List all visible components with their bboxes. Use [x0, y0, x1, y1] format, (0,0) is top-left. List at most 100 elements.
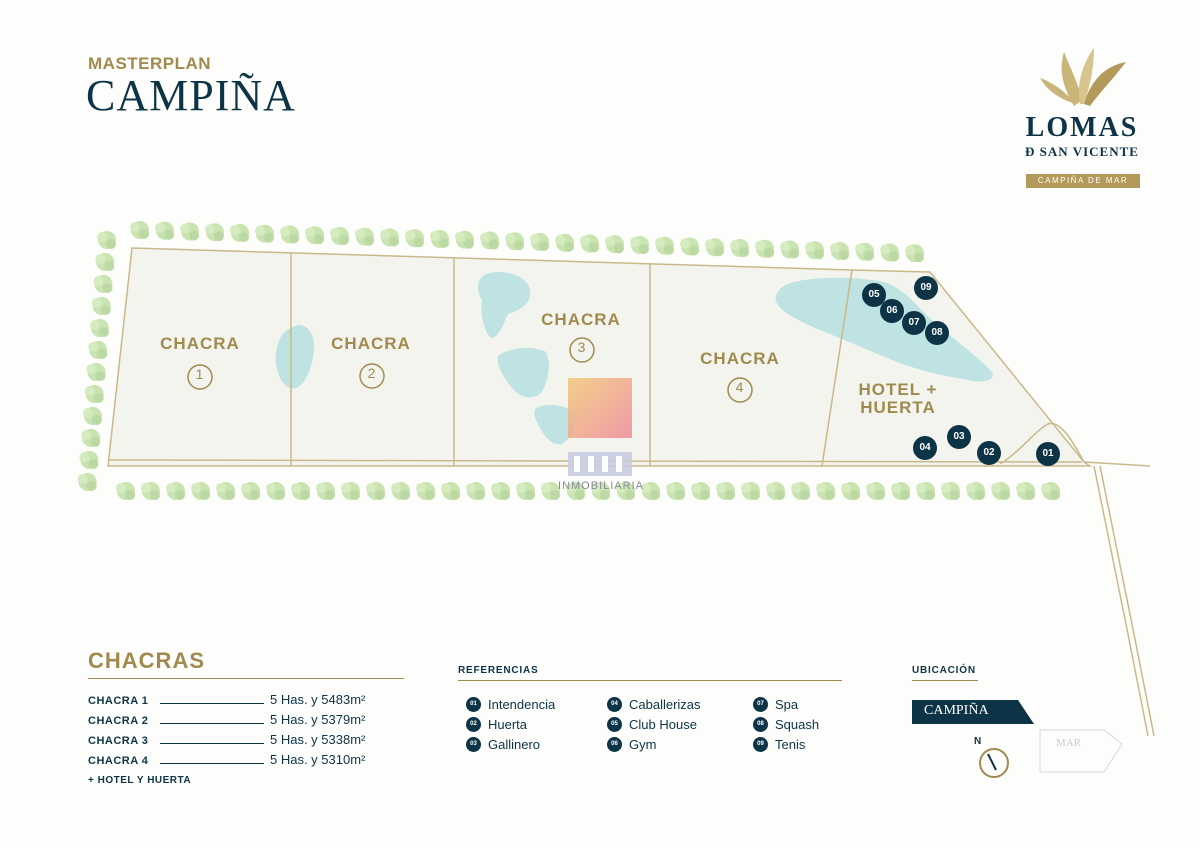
chacra-row-3-value: 5 Has. y 5338m² [270, 732, 366, 747]
marker-07[interactable]: 07 [902, 311, 926, 335]
ref-badge: 08 [753, 716, 768, 732]
tree-icon [141, 482, 160, 500]
tree-icon [95, 253, 115, 271]
tree-icon [780, 240, 799, 259]
chacra-row-1-name: CHACRA 1 [88, 695, 149, 707]
chacra-row-4-value: 5 Has. y 5310m² [270, 752, 366, 767]
tree-icon [830, 242, 849, 260]
ref-label: Spa [775, 696, 799, 712]
marker-04[interactable]: 04 [913, 436, 937, 460]
chacras-title: CHACRAS [88, 648, 205, 673]
marker-03[interactable]: 03 [947, 425, 971, 449]
tree-icon [530, 233, 549, 251]
tree-icon [966, 482, 985, 500]
ref-badge: 04 [607, 696, 622, 712]
ref-badge: 01 [466, 696, 481, 712]
tree-icon [216, 482, 235, 500]
tree-icon [666, 482, 685, 500]
mar-tag-shape [1039, 729, 1123, 773]
referencias-rule [458, 680, 842, 681]
tree-icon [880, 243, 899, 262]
tree-icon [230, 224, 249, 242]
tree-icon [155, 221, 174, 240]
tree-icon [516, 482, 535, 500]
tree-icon [941, 482, 960, 500]
tree-icon [991, 482, 1010, 500]
tree-icon [82, 407, 102, 425]
chacra-row-1-leader [160, 703, 264, 704]
tree-icon [305, 226, 324, 245]
tree-icon [916, 482, 935, 500]
tree-icon [866, 482, 885, 500]
tree-icon [755, 239, 774, 258]
plot-label-2: CHACRA [331, 334, 411, 353]
ubicacion-rule [912, 680, 978, 681]
tree-icon [205, 223, 224, 242]
tree-icon [1041, 482, 1060, 500]
tree-icon [905, 244, 924, 263]
watermark-building-icon [568, 452, 632, 476]
tree-icon [405, 229, 424, 248]
tree-icon [97, 231, 116, 249]
tree-icon [88, 341, 108, 359]
tree-icon [84, 385, 104, 403]
chacra-row-2-name: CHACRA 2 [88, 715, 149, 727]
tree-icon [391, 482, 410, 500]
chacra-row-4-leader [160, 763, 264, 764]
marker-02[interactable]: 02 [977, 441, 1001, 465]
ref-item-08: 08 Squash [753, 715, 819, 733]
tree-icon [241, 482, 260, 500]
tree-icon [291, 482, 310, 500]
ref-label: Squash [775, 716, 820, 732]
tree-icon [555, 233, 574, 252]
tree-icon [79, 451, 99, 469]
watermark-logo-icon [568, 378, 632, 438]
campina-tag-shape [912, 700, 1034, 724]
logo-tagline: CAMPIÑA DE MAR [1026, 174, 1140, 188]
tree-icon [355, 227, 374, 246]
tree-icon [805, 241, 824, 260]
tree-icon [341, 482, 360, 500]
tree-icon [580, 234, 599, 253]
tree-icon [416, 482, 435, 500]
tree-icon [816, 482, 835, 500]
tree-icon [716, 482, 735, 500]
plot-label-hotel-2: HUERTA [860, 398, 936, 417]
marker-06[interactable]: 06 [880, 299, 904, 323]
tree-icon [380, 228, 399, 247]
ref-badge: 06 [607, 736, 622, 752]
page-title: CAMPIÑA [86, 71, 296, 120]
ref-label: Huerta [488, 716, 528, 732]
plot-number-circles [187, 337, 753, 403]
tree-icon [455, 230, 474, 249]
tree-icon [266, 482, 285, 500]
plot-label-3: CHACRA [541, 310, 621, 329]
marker-01[interactable]: 01 [1036, 442, 1060, 466]
ref-label: Caballerizas [629, 696, 701, 712]
north-label: N [974, 736, 982, 747]
tree-icon [81, 429, 101, 447]
chacra-row-2-value: 5 Has. y 5379m² [270, 712, 366, 727]
tree-icon [891, 482, 910, 500]
tree-icon [791, 482, 810, 500]
plot-label-1: CHACRA [160, 334, 240, 353]
tree-icon [655, 236, 674, 255]
tree-icon [330, 227, 349, 245]
tree-icon [505, 232, 524, 251]
campina-tag-label: CAMPIÑA [924, 703, 989, 718]
tree-icon [466, 482, 485, 500]
tree-icon [77, 473, 97, 491]
tree-icon [91, 297, 111, 315]
plot-number-2: 2 [367, 365, 377, 381]
tree-icon [480, 231, 499, 250]
ref-label: Gym [629, 736, 657, 752]
marker-08[interactable]: 08 [925, 321, 949, 345]
tree-icon [1016, 482, 1035, 500]
marker-09[interactable]: 09 [914, 276, 938, 300]
tree-icon [180, 222, 199, 241]
ref-badge: 09 [753, 736, 768, 752]
tree-icon [491, 482, 510, 500]
tree-icon [605, 235, 624, 254]
